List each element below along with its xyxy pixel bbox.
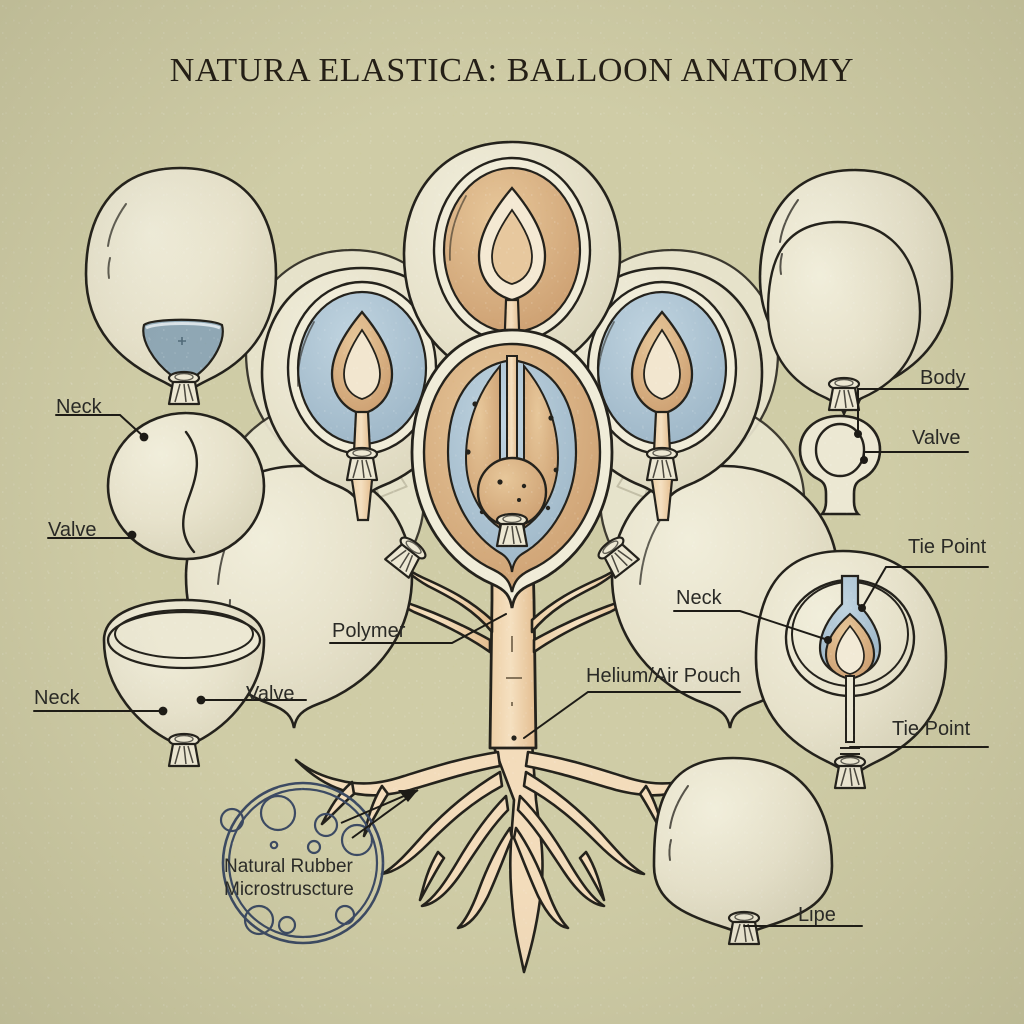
specimen-balloon-with-liquid <box>84 166 278 406</box>
label-neck-right: Neck <box>676 587 722 609</box>
inset-caption-line-1: Natural Rubber <box>224 856 353 877</box>
specimen-cutaway-balloon <box>754 549 948 790</box>
specimen-valve-cross-section <box>798 414 882 516</box>
label-body-right: Body <box>920 367 966 389</box>
specimen-valve-detail-oval <box>106 411 266 561</box>
label-valve-right: Valve <box>912 427 961 449</box>
central-pod <box>410 328 614 609</box>
specimen-double-outline-balloon <box>758 168 954 418</box>
specimen-uninflated-cup-balloon <box>102 598 266 768</box>
page-title: NATURA ELASTICA: BALLOON ANATOMY <box>169 52 855 89</box>
label-valve-lower-left: Valve <box>246 683 295 705</box>
inset-caption-line-2: Microstruscture <box>224 879 354 900</box>
label-polymer: Polymer <box>332 620 406 642</box>
specimen-plain-balloon <box>652 756 834 946</box>
label-valve-upper-left: Valve <box>48 519 97 541</box>
label-underlines <box>34 388 988 927</box>
label-tie-point-upper: Tie Point <box>908 536 987 558</box>
label-tie-point-lower: Tie Point <box>892 718 971 740</box>
label-neck-lower-left: Neck <box>34 687 80 709</box>
blossom-left <box>260 266 464 522</box>
label-helium-air-pouch: Helium/Air Pouch <box>586 665 741 687</box>
inset-microstructure <box>219 781 419 945</box>
blossom-top <box>402 140 622 403</box>
label-neck-upper-left: Neck <box>56 396 102 418</box>
label-lipe: Lipe <box>798 904 836 926</box>
